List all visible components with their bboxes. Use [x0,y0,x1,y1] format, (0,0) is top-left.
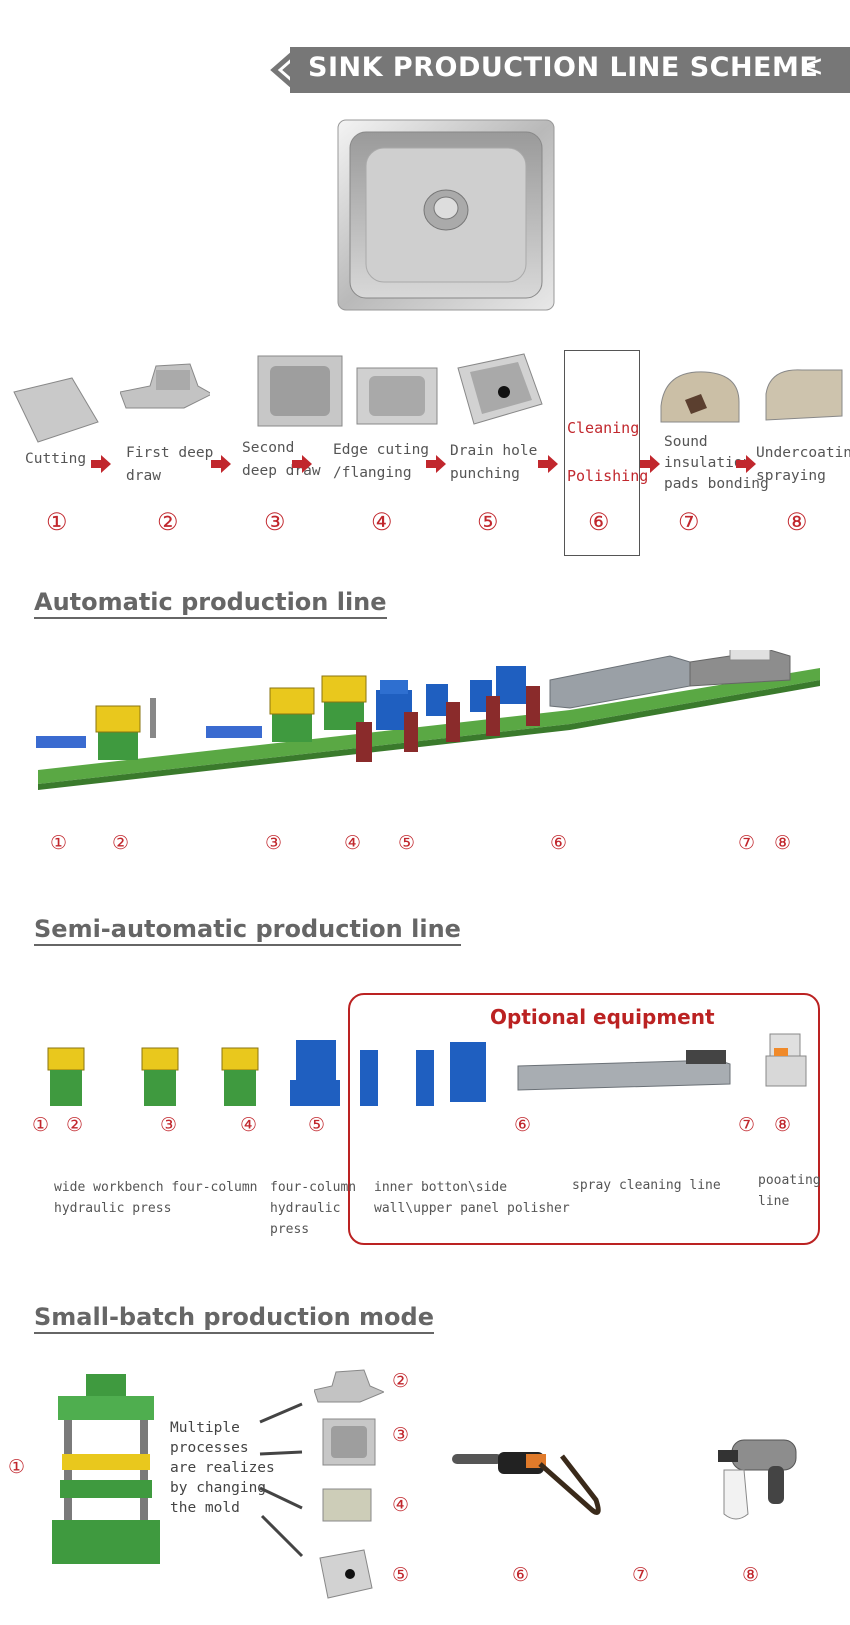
banner-bar [290,47,850,93]
step-5-label-1: Drain hole [450,443,538,459]
note-line-1: Multiple [170,1420,240,1436]
banner-suffix: < [798,49,824,84]
caption-coating-l1: pooating [758,1173,821,1188]
semi-automatic-line-image [47,1033,807,1106]
semi-number: ① [32,1114,50,1136]
semi-number: ② [66,1114,84,1136]
optional-equipment-title: Optional equipment [490,1005,715,1029]
caption-coating-l2: line [758,1194,790,1209]
auto-number: ④ [344,832,362,854]
semi-number: ⑦ [738,1114,756,1136]
step-8-image [765,369,843,421]
step-7-label-2: insulation [664,455,752,471]
caption-spray-cleaning: spray cleaning line [572,1178,721,1193]
step-3-image [257,355,343,427]
caption-four-column-l1: four-column [270,1180,357,1195]
belt-grinder-image [452,1452,601,1515]
optional-equipment-box [348,993,820,1245]
auto-number: ① [50,832,68,854]
auto-number: ⑤ [398,832,416,854]
small-number: ⑤ [392,1564,410,1586]
step-number: ③ [264,508,286,536]
step-number: ⑦ [678,508,700,536]
caption-four-column-l2: hydraulic [270,1201,341,1216]
auto-number: ⑦ [738,832,756,854]
step-number: ② [157,508,179,536]
step-7-label-1: Sound [664,434,708,450]
page-title: SINK PRODUCTION LINE SCHEME [308,52,819,83]
semi-number: ⑥ [514,1114,532,1136]
note-line-2: processes [170,1440,249,1456]
automatic-line-image [36,650,820,790]
auto-number: ⑥ [550,832,568,854]
auto-number: ③ [265,832,283,854]
caption-wide-workbench-l1: wide workbench four-column [54,1180,258,1195]
step-7-label-3: pads bonding [664,476,769,492]
step-4-image [356,367,438,425]
part-image-4 [322,1488,372,1522]
arrow-right-icon [426,455,446,473]
step-6-label-1: Cleaning [567,419,640,437]
semi-number: ③ [160,1114,178,1136]
auto-number: ⑧ [774,832,792,854]
arrow-right-icon [91,455,111,473]
step-number: ① [46,508,68,536]
small-number: ⑥ [512,1564,530,1586]
small-number: ② [392,1370,410,1392]
step-1-image [13,377,99,443]
spray-gun-image [718,1439,797,1520]
caption-polisher-l2: wall\upper panel polisher [374,1201,570,1216]
auto-number: ② [112,832,130,854]
note-line-3: are realizes [170,1460,275,1476]
step-4-label-2: /flanging [333,465,412,481]
hydraulic-press-image [52,1374,160,1564]
step-6-label-2: Polishing [567,467,649,485]
step-number: ⑧ [786,508,808,536]
arrow-right-icon [640,455,660,473]
note-line-4: by changing [170,1480,267,1496]
arrow-right-icon [538,455,558,473]
step-3-label-1: Second [242,440,295,456]
step-2-label-1: First deep [126,445,214,461]
semi-number: ⑤ [308,1114,326,1136]
small-number: ① [8,1456,26,1478]
step-number: ④ [371,508,393,536]
small-number: ⑦ [632,1564,650,1586]
step-7-image [660,371,740,423]
sink-product-image [337,119,555,311]
step-number: ⑤ [477,508,499,536]
step-8-label-1: Undercoating [756,445,850,461]
step-8-label-2: spraying [756,468,826,484]
step-6-highlight-box [564,350,640,556]
arrow-right-icon [292,455,312,473]
section-title-semi-automatic: Semi-automatic production line [34,915,461,946]
small-number: ④ [392,1494,410,1516]
step-2-image [120,363,210,409]
step-5-label-2: punching [450,466,520,482]
section-title-small-batch: Small-batch production mode [34,1303,434,1334]
semi-number: ⑧ [774,1114,792,1136]
part-image-3 [322,1418,376,1466]
small-number: ⑧ [742,1564,760,1586]
step-2-label-2: draw [126,468,161,484]
part-image-5 [319,1549,373,1599]
step-number: ⑥ [588,508,610,536]
step-4-label-1: Edge cuting [333,442,430,458]
section-title-automatic: Automatic production line [34,588,387,619]
title-banner: SINK PRODUCTION LINE SCHEME < [262,47,850,93]
caption-polisher-l1: inner botton\side [374,1180,508,1195]
caption-wide-workbench-l2: hydraulic press [54,1201,172,1216]
arrow-right-icon [211,455,231,473]
arrow-right-icon [736,455,756,473]
part-image-2 [314,1369,384,1403]
note-line-5: the mold [170,1500,240,1516]
semi-number: ④ [240,1114,258,1136]
step-5-image [457,353,543,425]
small-number: ③ [392,1424,410,1446]
caption-four-column-l3: press [270,1222,310,1237]
connector-lines [259,1402,304,1558]
step-1-label: Cutting [25,451,87,467]
